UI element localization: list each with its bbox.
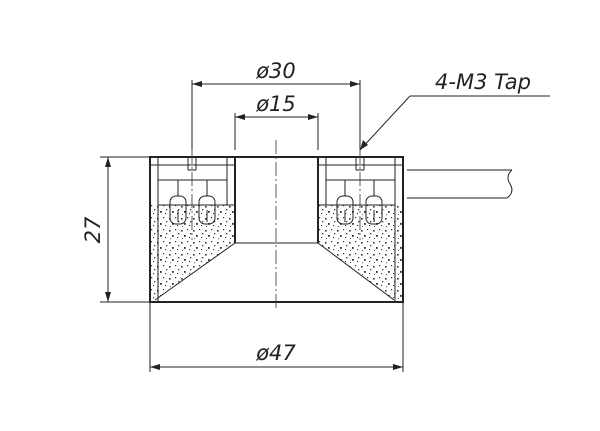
tapped-hole-left [187, 157, 197, 171]
dim-bore [234, 113, 319, 150]
dim-outer [149, 302, 404, 372]
sensor-pins-left [169, 180, 216, 225]
tap-callout-label: 4-M3 Tap [435, 70, 531, 94]
dim-height-label: 27 [81, 216, 105, 243]
dim-counterbore-label: ø30 [255, 59, 296, 83]
sensor-body-section [149, 156, 404, 303]
dim-height [100, 156, 150, 303]
tap-leader [359, 95, 550, 151]
outer-outline [149, 156, 404, 303]
dim-bore-label: ø15 [255, 92, 296, 116]
dim-outer-label: ø47 [255, 341, 296, 365]
tapped-hole-right [355, 157, 365, 171]
cable [407, 169, 513, 199]
dim-counterbore [191, 80, 361, 150]
sensor-pins-right [336, 180, 383, 225]
